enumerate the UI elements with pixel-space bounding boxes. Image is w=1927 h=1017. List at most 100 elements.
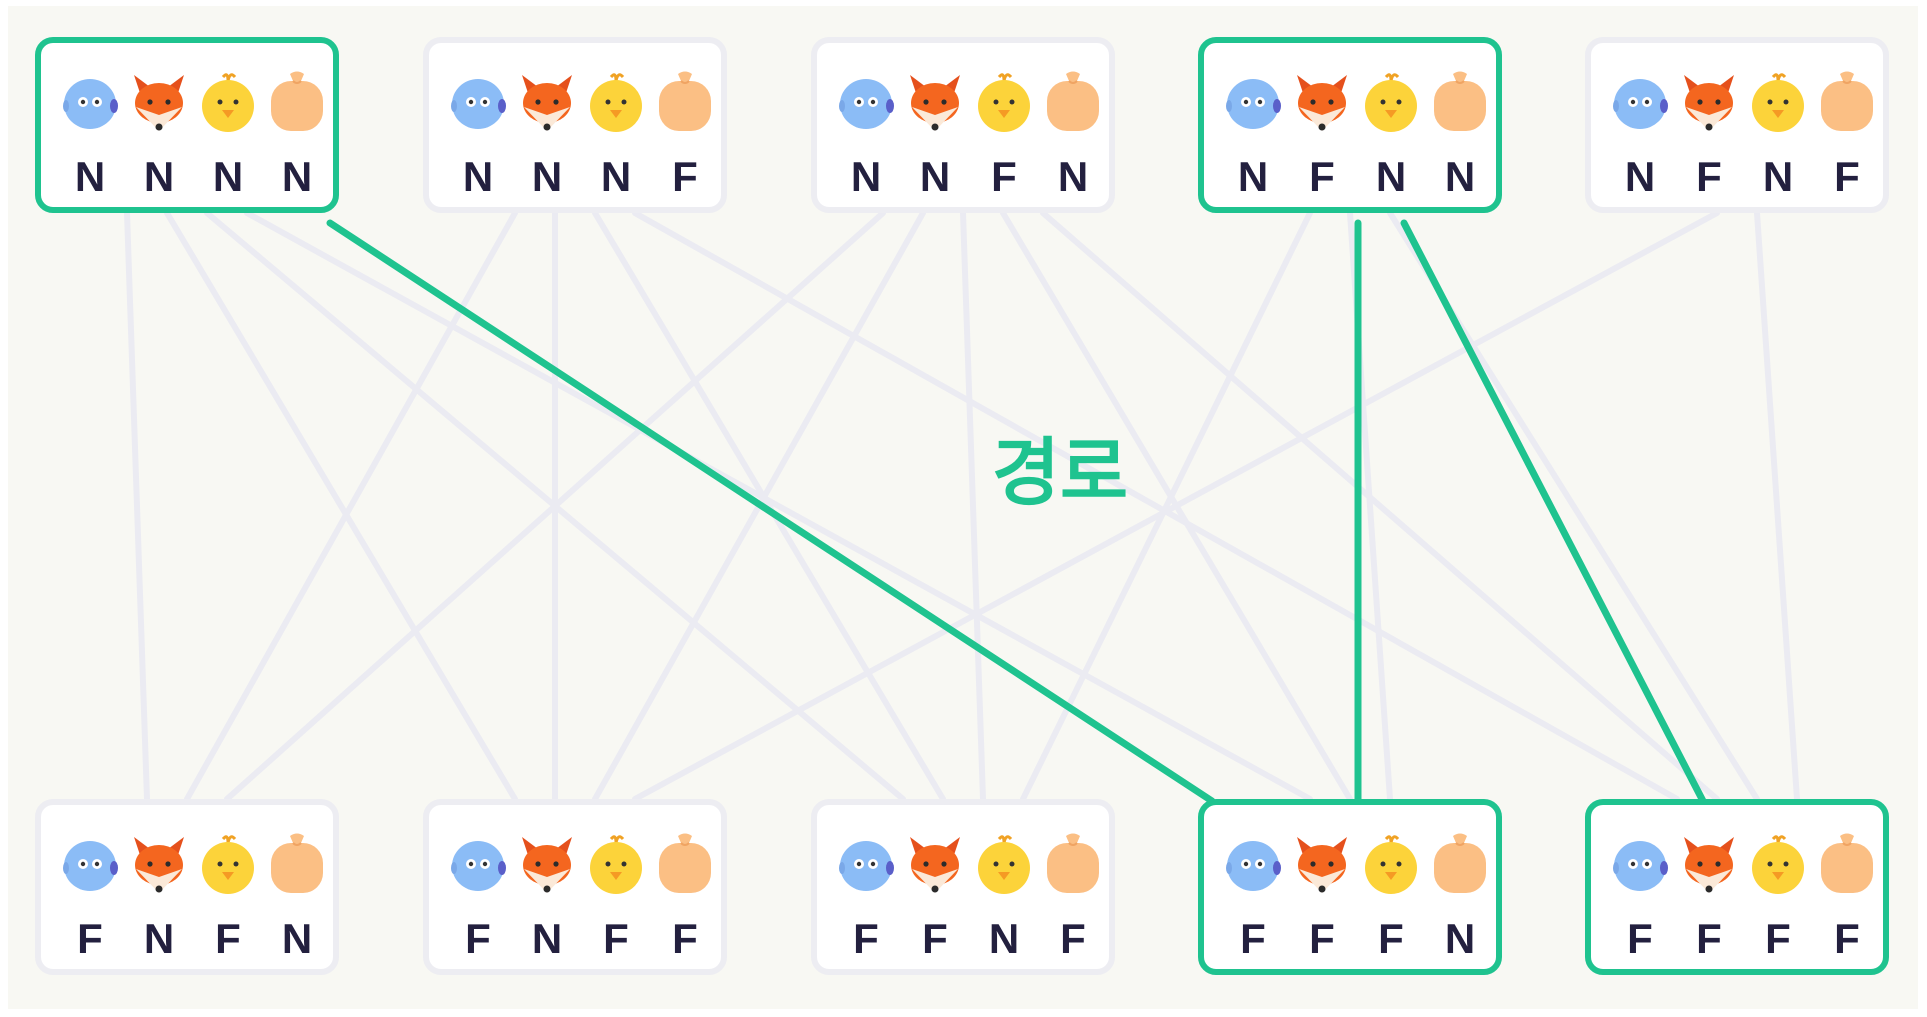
side-label: F	[215, 915, 241, 962]
edge-s4-s6	[632, 210, 1720, 802]
fox-icon	[904, 831, 966, 897]
blue-creature-icon	[59, 69, 121, 135]
chick-icon	[585, 831, 647, 897]
side-label: N	[850, 153, 882, 200]
blue-creature-icon	[835, 831, 897, 897]
blue-creature-icon	[447, 831, 509, 897]
side-label: F	[672, 915, 698, 962]
chick-icon	[1360, 69, 1422, 135]
chick-icon	[973, 831, 1035, 897]
path-edge-s3-s9	[1400, 219, 1707, 805]
side-label: N	[1444, 153, 1476, 200]
side-label: N	[281, 915, 313, 962]
fox-icon	[516, 831, 578, 897]
sack-icon	[1816, 831, 1878, 897]
sack-icon	[1816, 69, 1878, 135]
fox-icon	[128, 831, 190, 897]
chick-icon	[1747, 831, 1809, 897]
sack-icon	[1042, 831, 1104, 897]
fox-icon	[1291, 69, 1353, 135]
side-label: N	[919, 153, 951, 200]
blue-creature-icon	[1222, 69, 1284, 135]
side-label: N	[212, 153, 244, 200]
side-label: N	[988, 915, 1020, 962]
chick-icon	[1360, 831, 1422, 897]
sack-icon	[1429, 831, 1491, 897]
fox-icon	[1678, 831, 1740, 897]
sack-icon	[266, 831, 328, 897]
side-label: F	[603, 915, 629, 962]
side-label: F	[1627, 915, 1653, 962]
character-row	[1609, 69, 1877, 139]
character-row	[835, 69, 1103, 139]
side-label: N	[281, 153, 313, 200]
fox-icon	[128, 69, 190, 135]
side-label: F	[922, 915, 948, 962]
side-label: N	[1444, 915, 1476, 962]
blue-creature-icon	[59, 831, 121, 897]
edge-s0-s5	[124, 210, 150, 802]
side-label: F	[465, 915, 491, 962]
character-row	[1609, 831, 1877, 901]
side-label: F	[991, 153, 1017, 200]
side-label: F	[1378, 915, 1404, 962]
blue-creature-icon	[1222, 831, 1284, 897]
blue-creature-icon	[835, 69, 897, 135]
side-label: N	[1375, 153, 1407, 200]
edge-s1-s9	[632, 210, 1680, 802]
fox-icon	[1291, 831, 1353, 897]
blue-creature-icon	[1609, 831, 1671, 897]
side-label: N	[462, 153, 494, 200]
character-row	[835, 831, 1103, 901]
character-row	[1222, 69, 1490, 139]
fox-icon	[904, 69, 966, 135]
path-label: 경로	[991, 430, 1129, 516]
character-row	[59, 831, 327, 901]
fox-icon	[1678, 69, 1740, 135]
sack-icon	[654, 69, 716, 135]
edge-s2-s9	[1040, 210, 1720, 802]
side-label: F	[1240, 915, 1266, 962]
fox-icon	[516, 69, 578, 135]
edge-s0-s8	[244, 210, 1313, 802]
character-row	[1222, 831, 1490, 901]
edge-s1-s7	[592, 210, 946, 802]
sack-icon	[266, 69, 328, 135]
edge-s2-s5	[224, 210, 886, 802]
side-label: N	[1057, 153, 1089, 200]
side-label: F	[853, 915, 879, 962]
edge-s0-s6	[164, 210, 518, 802]
side-label: F	[1309, 915, 1335, 962]
sack-icon	[1429, 69, 1491, 135]
side-label: N	[74, 153, 106, 200]
side-label: F	[1834, 153, 1860, 200]
side-label: F	[1309, 153, 1335, 200]
chick-icon	[1747, 69, 1809, 135]
character-row	[447, 831, 715, 901]
side-label: F	[77, 915, 103, 962]
side-label: N	[531, 153, 563, 200]
blue-creature-icon	[1609, 69, 1671, 135]
side-label: N	[1237, 153, 1269, 200]
side-label: F	[1696, 915, 1722, 962]
sack-icon	[1042, 69, 1104, 135]
side-label: N	[600, 153, 632, 200]
chick-icon	[973, 69, 1035, 135]
blue-creature-icon	[447, 69, 509, 135]
